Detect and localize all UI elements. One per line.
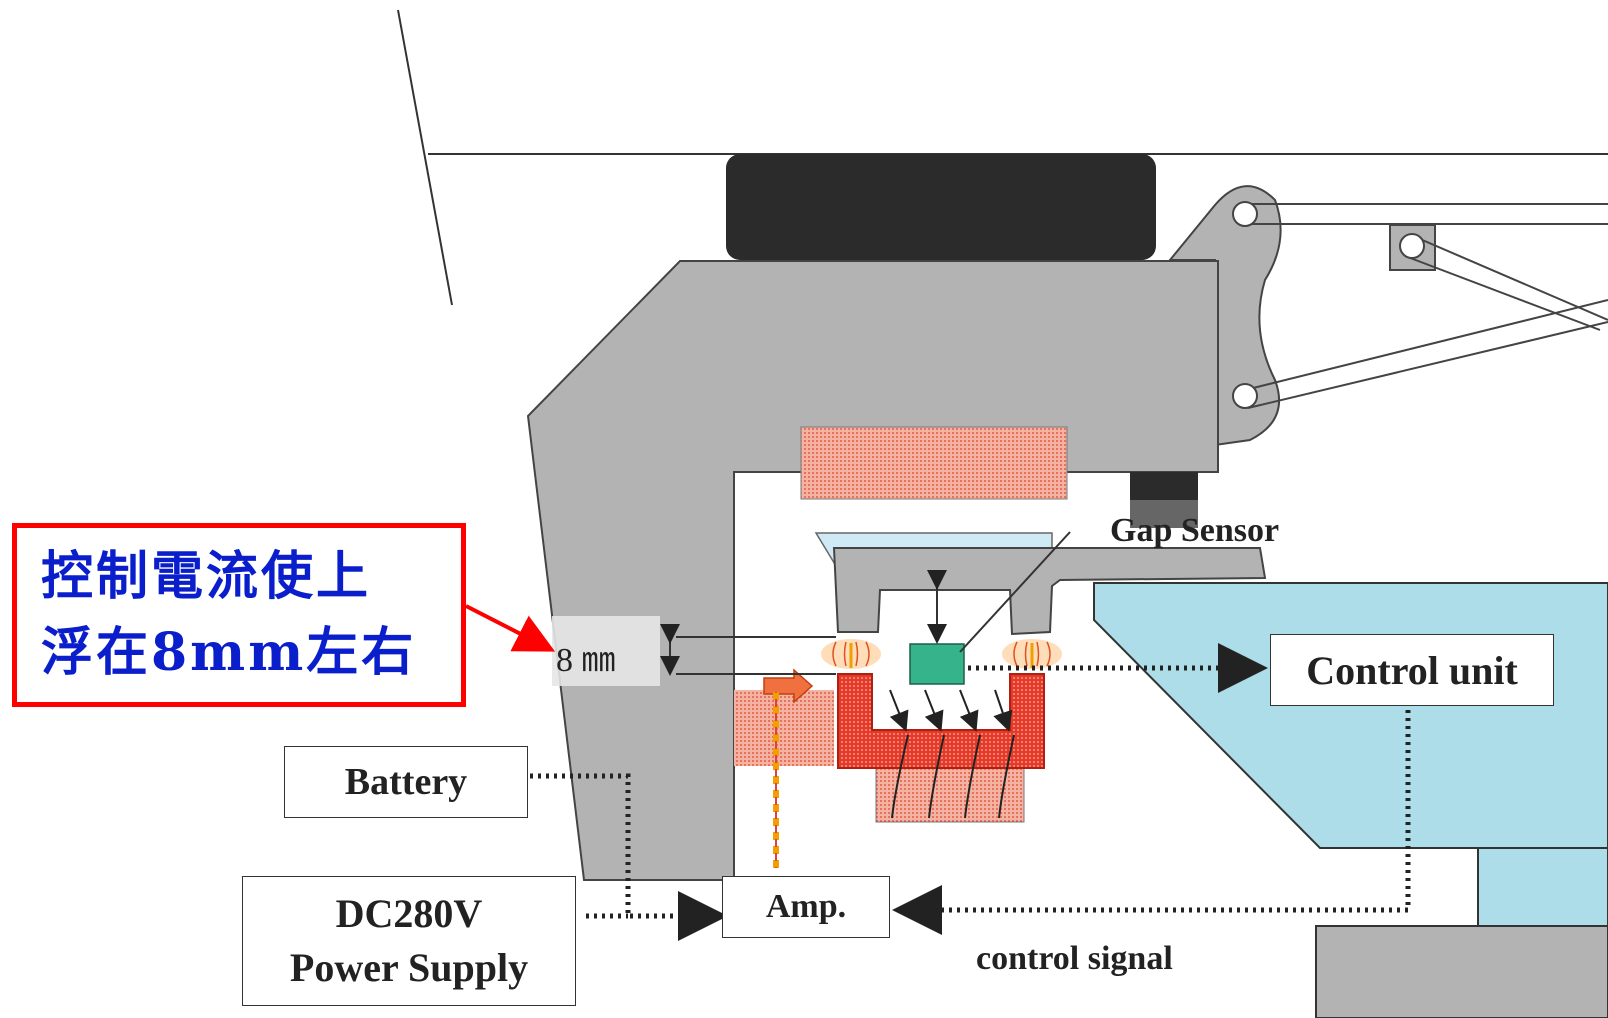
guideway-base	[1315, 925, 1608, 1018]
guideway-rail	[1093, 582, 1608, 849]
callout-arrow	[465, 604, 556, 652]
callout-line2: 浮在8mm左右	[41, 622, 417, 683]
gap-value-label: 8 ㎜	[556, 642, 616, 679]
gap-dimension	[660, 624, 836, 676]
upper-coil	[800, 426, 1068, 500]
gap-sensor-label: Gap Sensor	[1110, 512, 1280, 549]
air-spring	[726, 154, 1156, 260]
gap-sensor-element	[909, 643, 965, 685]
linkage-rods	[1244, 203, 1608, 409]
linkage-arm	[1167, 185, 1436, 447]
guideway-pillar	[1477, 847, 1608, 929]
rail-steel	[832, 547, 1267, 636]
current-arrows	[889, 689, 1013, 732]
battery-box: Battery	[284, 746, 528, 818]
gap-label-bg	[552, 616, 660, 686]
power-supply-box: DC280V Power Supply	[242, 876, 576, 1006]
coil-left-block	[734, 690, 834, 766]
signal-lines	[530, 643, 1411, 941]
gap-sensor-leader	[959, 531, 1071, 653]
magnetic-flux	[821, 639, 1062, 669]
control-signal-label: control signal	[976, 940, 1173, 977]
power-supply-line2: Power Supply	[289, 945, 529, 990]
electromagnet-core	[837, 673, 1045, 769]
bogie-frame	[526, 260, 1219, 881]
coil-windings	[891, 734, 1015, 819]
amp-box: Amp.	[722, 876, 890, 938]
gap-sensor-body	[1130, 472, 1198, 500]
gap-sensor-head	[1130, 500, 1198, 528]
power-supply-line1: DC280V	[335, 891, 483, 936]
callout-box: 控制電流使上 浮在8mm左右	[12, 523, 466, 707]
control-unit-box: Control unit	[1270, 634, 1554, 706]
callout-line1: 控制電流使上	[41, 546, 372, 607]
linkage-joints	[1232, 201, 1425, 409]
